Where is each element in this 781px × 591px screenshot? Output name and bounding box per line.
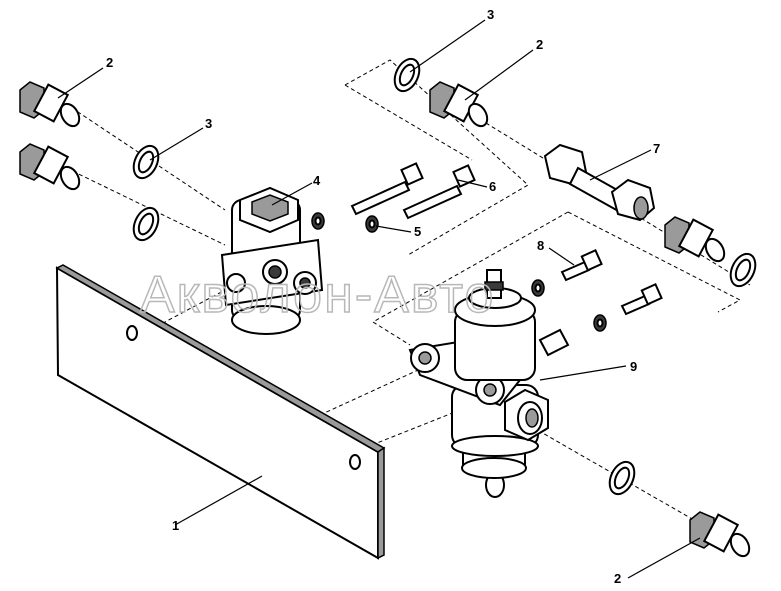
callout-6: 6: [489, 179, 496, 194]
fitting-left-bottom: [19, 143, 81, 191]
fitting-right-middle: [664, 216, 726, 263]
callout-1: 1: [172, 518, 179, 533]
callout-4: 4: [313, 173, 321, 188]
callouts: 2 2 3 3 4 5 6 7 8 9 1 2: [106, 7, 660, 586]
callout-8: 8: [537, 238, 544, 253]
callout-2-top: 2: [536, 37, 543, 52]
callout-3-top: 3: [487, 7, 494, 22]
callout-3-left: 3: [205, 116, 212, 131]
fitting-left-top: [19, 81, 81, 128]
callout-2-bottom: 2: [614, 571, 621, 586]
union-connector: [543, 143, 656, 222]
main-valve: [408, 269, 570, 498]
fitting-right-top: [429, 81, 489, 128]
leader-lines: [57, 19, 701, 579]
washers: [311, 212, 607, 332]
small-valve: [220, 186, 324, 335]
fitting-bottom-right: [689, 511, 751, 558]
callout-5: 5: [414, 224, 421, 239]
callout-7: 7: [653, 141, 660, 156]
mounting-plate: [55, 264, 386, 560]
watermark: Акволон-Авто: [140, 266, 495, 324]
long-bolts: [350, 162, 476, 220]
callout-9: 9: [630, 359, 637, 374]
short-bolts: [560, 249, 663, 316]
sealing-rings: [132, 57, 757, 496]
callout-2-left: 2: [106, 55, 113, 70]
